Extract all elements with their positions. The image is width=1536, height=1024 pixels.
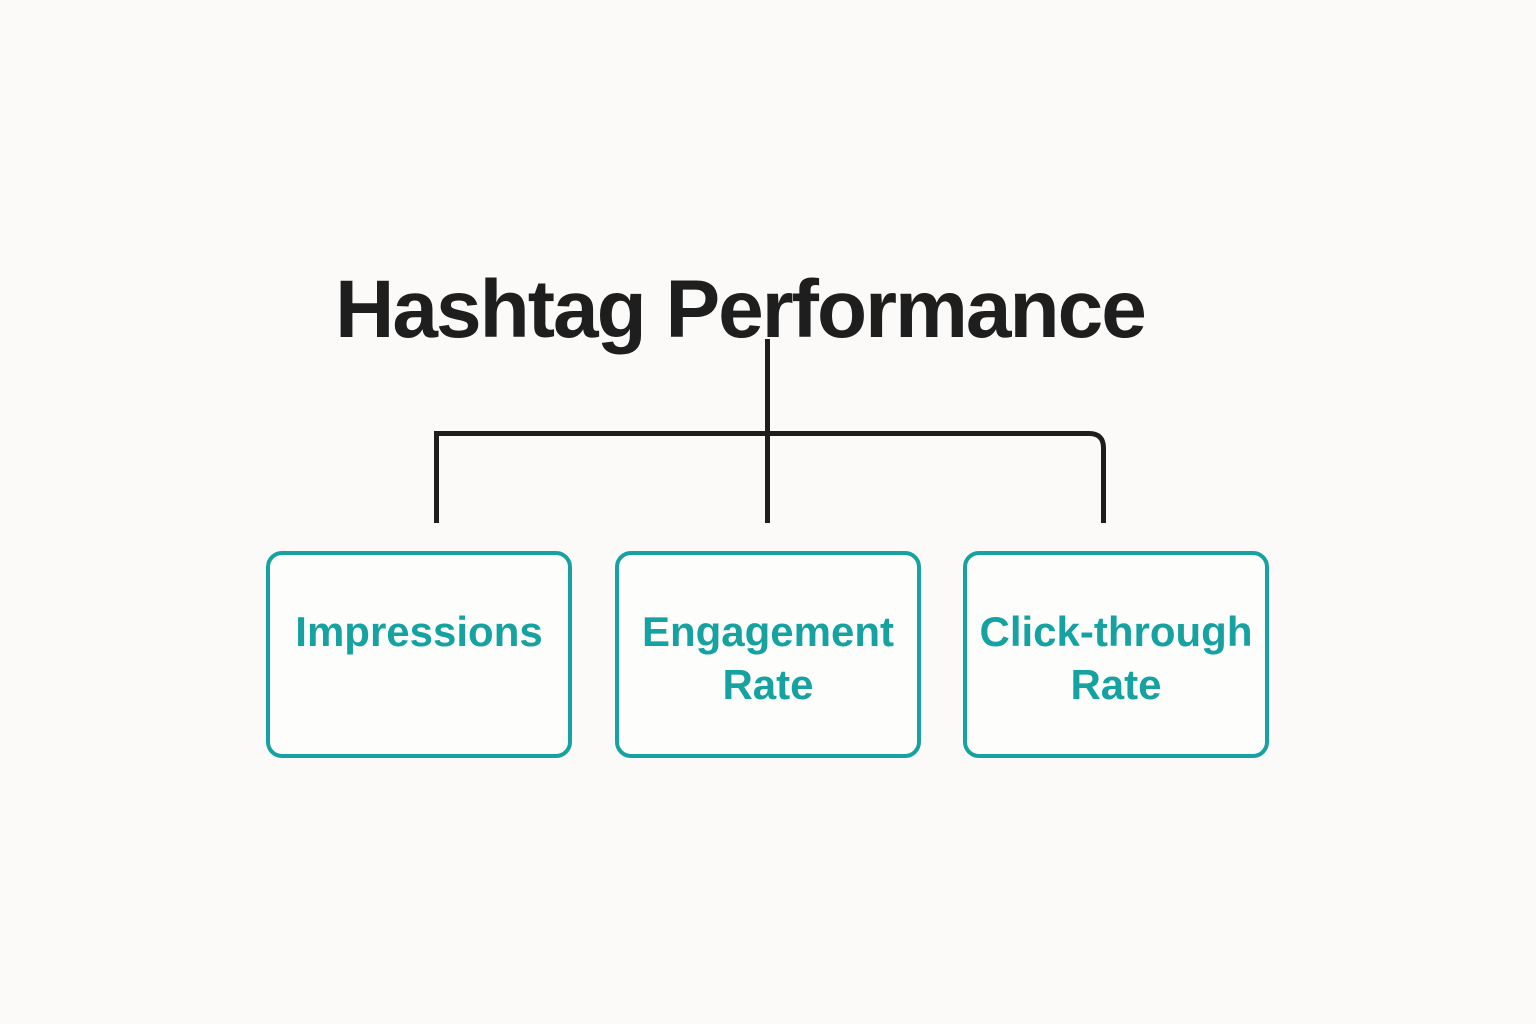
connector-bracket <box>434 431 1106 523</box>
node-impressions-label: Impressions <box>295 608 543 655</box>
node-clickthrough-rate-label: Click-through Rate <box>979 608 1253 708</box>
node-engagement-rate: Engagement Rate <box>615 551 921 758</box>
node-clickthrough-rate: Click-through Rate <box>963 551 1269 758</box>
node-impressions: Impressions <box>266 551 572 758</box>
node-engagement-rate-label: Engagement Rate <box>641 608 895 708</box>
diagram-title: Hashtag Performance <box>335 263 1147 355</box>
